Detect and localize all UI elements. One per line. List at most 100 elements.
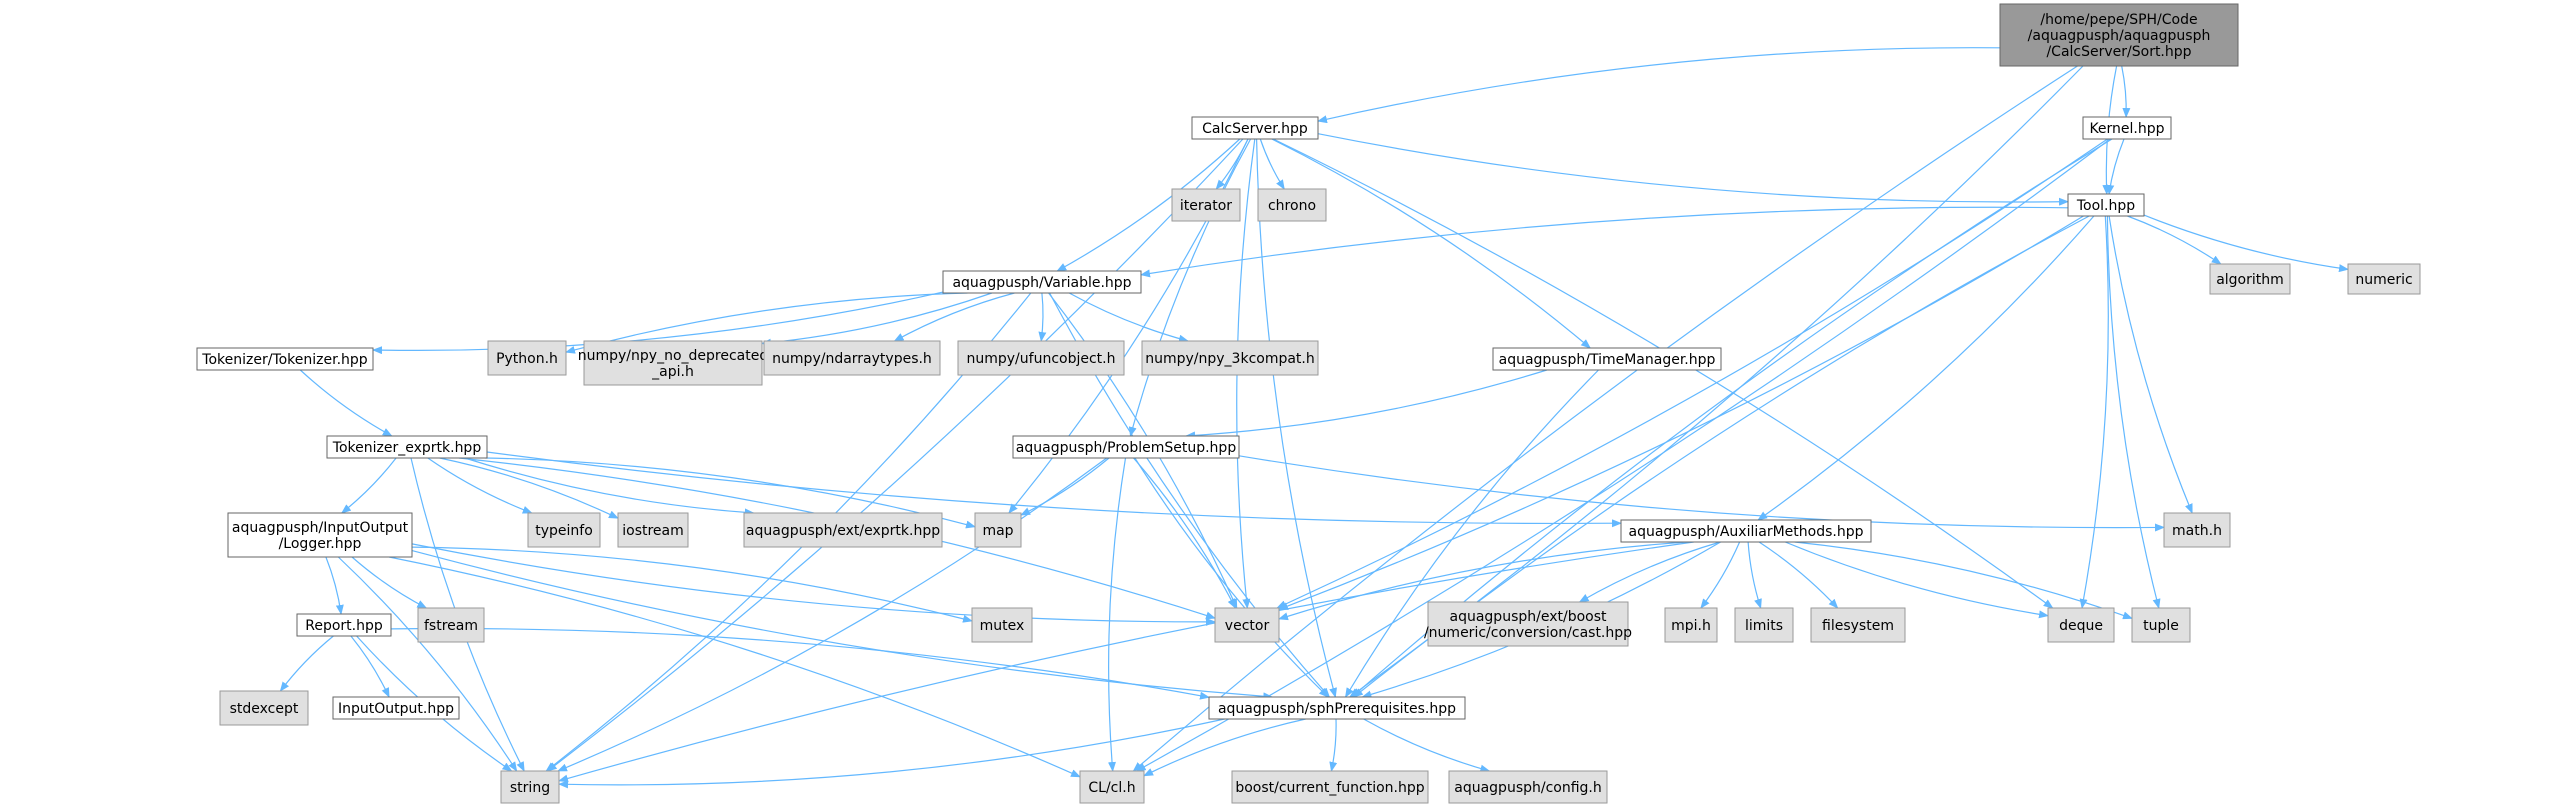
node-iostream-label-0: iostream <box>622 523 684 539</box>
node-mutex: mutex <box>971 607 1033 643</box>
node-kernel[interactable]: Kernel.hpp <box>2082 116 2172 140</box>
node-exprtk-label-0: aquagpusph/ext/exprtk.hpp <box>746 523 940 539</box>
node-kernel-label-0: Kernel.hpp <box>2089 121 2164 137</box>
node-sort-label-2: /CalcServer/Sort.hpp <box>2046 44 2191 60</box>
node-variable[interactable]: aquagpusph/Variable.hpp <box>942 270 1142 294</box>
node-numeric: numeric <box>2347 263 2421 295</box>
edge-kernel-to-clh <box>1135 138 2111 772</box>
node-boostcast: aquagpusph/ext/boost/numeric/conversion/… <box>1424 601 1632 647</box>
edge-logger-to-report <box>325 556 344 615</box>
edge-tokexprtk-to-iostream <box>439 457 619 519</box>
node-iostream: iostream <box>617 512 689 548</box>
node-ufunc-box <box>957 340 1125 376</box>
edge-auxiliar-to-limits <box>1747 541 1762 609</box>
node-sphprereq-label-0: aquagpusph/sphPrerequisites.hpp <box>1218 701 1456 717</box>
node-report[interactable]: Report.hpp <box>296 613 392 637</box>
edge-variable-to-ufunc <box>1038 292 1047 342</box>
node-tokenizer-label-0: Tokenizer/Tokenizer.hpp <box>201 352 368 368</box>
edge-logger-to-string <box>337 556 518 772</box>
edge-timemanager-to-problemsetup <box>1185 369 1548 440</box>
node-config-box <box>1448 770 1608 804</box>
node-typeinfo-box <box>527 512 601 548</box>
node-limits: limits <box>1734 607 1794 643</box>
node-clh-label-0: CL/cl.h <box>1088 780 1135 796</box>
edge-tool-to-tuple <box>2106 215 2161 609</box>
edge-sphprereq-to-boostfunc <box>1329 718 1338 772</box>
node-tokexprtk-label-0: Tokenizer_exprtk.hpp <box>332 440 482 456</box>
node-timemanager-box <box>1492 347 1722 371</box>
edge-timemanager-to-sphprereq <box>1344 369 1599 698</box>
node-iterator-label-0: iterator <box>1180 198 1232 214</box>
node-npydep-label-1: _api.h <box>651 364 694 380</box>
node-string-label-0: string <box>510 780 550 796</box>
node-tokenizer-box <box>196 347 374 371</box>
edge-auxiliar-to-string <box>558 541 1694 783</box>
node-mutex-label-0: mutex <box>980 618 1025 634</box>
node-sort-label-0: /home/pepe/SPH/Code <box>2040 12 2197 28</box>
node-boostcast-box <box>1427 601 1629 647</box>
node-ndarray-label-0: numpy/ndarraytypes.h <box>772 351 932 367</box>
edge-problemsetup-to-sphprereq <box>1134 457 1329 698</box>
node-ndarray: numpy/ndarraytypes.h <box>763 340 941 376</box>
node-stdexcept-box <box>219 690 309 726</box>
node-npy3k-box <box>1141 340 1319 376</box>
node-tokenizer[interactable]: Tokenizer/Tokenizer.hpp <box>196 347 374 371</box>
node-auxiliar-box <box>1620 519 1872 543</box>
edge-tool-to-variable <box>1140 206 2069 278</box>
node-fstream-label-0: fstream <box>424 618 478 634</box>
node-logger-box <box>227 512 413 558</box>
node-calcserver[interactable]: CalcServer.hpp <box>1191 116 1319 140</box>
edge-logger-to-fstream <box>351 556 428 609</box>
node-timemanager[interactable]: aquagpusph/TimeManager.hpp <box>1492 347 1722 371</box>
node-tuple-box <box>2131 607 2191 643</box>
node-sort-label-1: /aquagpusph/aquagpusph <box>2028 28 2211 44</box>
node-boostfunc-box <box>1231 770 1429 804</box>
edge-calcserver-to-tool <box>1317 133 2069 206</box>
node-pythonh: Python.h <box>487 340 567 376</box>
edge-logger-to-clh <box>388 556 1081 778</box>
node-problemsetup[interactable]: aquagpusph/ProblemSetup.hpp <box>1012 435 1240 459</box>
edge-calcserver-to-problemsetup <box>1128 138 1252 437</box>
node-ndarray-box <box>763 340 941 376</box>
node-typeinfo-label-0: typeinfo <box>535 523 593 539</box>
edge-sphprereq-to-string <box>558 718 1225 789</box>
node-map: map <box>974 512 1022 548</box>
node-limits-box <box>1734 607 1794 643</box>
node-exprtk: aquagpusph/ext/exprtk.hpp <box>743 512 943 548</box>
node-mpih: mpi.h <box>1664 607 1718 643</box>
node-clh: CL/cl.h <box>1079 770 1145 804</box>
node-sphprereq[interactable]: aquagpusph/sphPrerequisites.hpp <box>1208 696 1466 720</box>
node-calcserver-label-0: CalcServer.hpp <box>1202 121 1308 137</box>
node-boostfunc: boost/current_function.hpp <box>1231 770 1429 804</box>
edge-variable-to-tokenizer <box>372 291 944 355</box>
edge-kernel-to-vector <box>1276 138 2108 609</box>
edge-auxiliar-to-mpih <box>1700 541 1741 609</box>
edge-tool-to-deque <box>2079 215 2109 609</box>
node-sort[interactable]: /home/pepe/SPH/Code/aquagpusph/aquagpusp… <box>1999 3 2239 67</box>
node-logger[interactable]: aquagpusph/InputOutput/Logger.hpp <box>227 512 413 558</box>
edge-tool-to-vector <box>1278 215 2084 610</box>
node-sort-box <box>1999 3 2239 67</box>
edge-auxiliar-to-vector <box>1278 541 1688 621</box>
edge-auxiliar-to-boostcast <box>1578 541 1721 603</box>
node-tokexprtk[interactable]: Tokenizer_exprtk.hpp <box>326 435 488 459</box>
node-boostfunc-label-0: boost/current_function.hpp <box>1235 780 1424 796</box>
edge-problemsetup-to-mathh <box>1238 455 2165 532</box>
node-iostream-box <box>617 512 689 548</box>
node-clh-box <box>1079 770 1145 804</box>
node-fstream: fstream <box>417 607 485 643</box>
node-mutex-box <box>971 607 1033 643</box>
node-inputoutput-box <box>332 696 460 720</box>
edge-report-to-sphprereq <box>390 627 1210 700</box>
node-algorithm: algorithm <box>2209 263 2291 295</box>
node-auxiliar[interactable]: aquagpusph/AuxiliarMethods.hpp <box>1620 519 1872 543</box>
node-limits-label-0: limits <box>1745 618 1783 634</box>
node-inputoutput[interactable]: InputOutput.hpp <box>332 696 460 720</box>
node-variable-label-0: aquagpusph/Variable.hpp <box>952 275 1131 291</box>
node-chrono: chrono <box>1257 188 1327 222</box>
node-tool[interactable]: Tool.hpp <box>2067 193 2145 217</box>
edge-tool-to-numeric <box>2143 214 2349 273</box>
edge-logger-to-sphprereq <box>411 550 1274 701</box>
node-map-label-0: map <box>982 523 1013 539</box>
edge-tool-to-mathh <box>2108 215 2193 514</box>
